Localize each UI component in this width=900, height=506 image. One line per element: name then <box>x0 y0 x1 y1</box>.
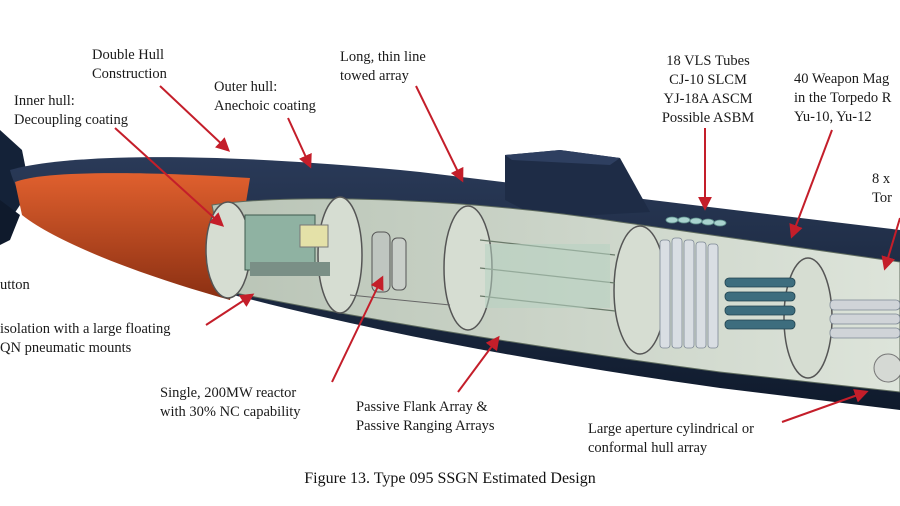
label-weapon-mag: 40 Weapon Mag in the Torpedo R Yu-10, Yu… <box>794 71 892 125</box>
arrow-isolation <box>205 293 255 326</box>
arrow-weapon-mag <box>789 129 833 239</box>
arrow-flank-array <box>457 335 500 393</box>
label-inner-hull: Inner hull: Decoupling coating <box>14 93 128 128</box>
machinery-yellow <box>299 224 329 248</box>
machinery-base <box>250 262 330 276</box>
label-cylindrical-array: Large aperture cylindrical or conformal … <box>588 421 754 456</box>
arrow-reactor <box>331 275 384 383</box>
sail <box>505 150 650 218</box>
label-towed-array: Long, thin line towed array <box>340 49 426 84</box>
figure-caption: Figure 13. Type 095 SSGN Estimated Desig… <box>304 470 596 487</box>
label-outer-hull: Outer hull: Anechoic coating <box>214 79 316 114</box>
sail-top <box>505 150 620 165</box>
arrow-towed-array <box>415 85 464 183</box>
label-torpedo-tubes: 8 x Tor <box>872 171 892 206</box>
torpedo-racks <box>724 277 796 330</box>
reactor-vessel-2 <box>391 237 407 291</box>
label-isolation: isolation with a large floating QN pneum… <box>0 321 171 356</box>
bulkhead-2 <box>317 196 363 314</box>
label-button: utton <box>0 277 30 293</box>
label-reactor: Single, 200MW reactor with 30% NC capabi… <box>160 385 301 420</box>
vls-tubes <box>659 237 719 349</box>
deck-fill <box>485 244 610 308</box>
label-vls: 18 VLS Tubes CJ-10 SLCM YJ-18A ASCM Poss… <box>661 53 755 126</box>
arrow-torpedo-tubes <box>881 217 900 271</box>
tail-fin-lower <box>0 200 20 245</box>
arrow-double-hull <box>159 85 231 152</box>
vls-hatches <box>665 216 727 227</box>
bulkhead-4 <box>613 225 667 355</box>
reactor-deck <box>349 294 451 306</box>
bow-dome <box>873 353 900 383</box>
arrow-outer-hull <box>287 117 312 169</box>
reactor-vessel <box>371 231 391 293</box>
arrow-inner-hull <box>114 127 225 227</box>
torpedo-tubes-bow <box>829 299 900 339</box>
label-double-hull: Double Hull Construction <box>92 47 167 82</box>
bulkhead-5 <box>783 257 833 379</box>
arrow-cylindrical-array <box>781 389 869 423</box>
hull-red-coating <box>15 173 250 300</box>
label-flank-array: Passive Flank Array & Passive Ranging Ar… <box>356 399 495 434</box>
